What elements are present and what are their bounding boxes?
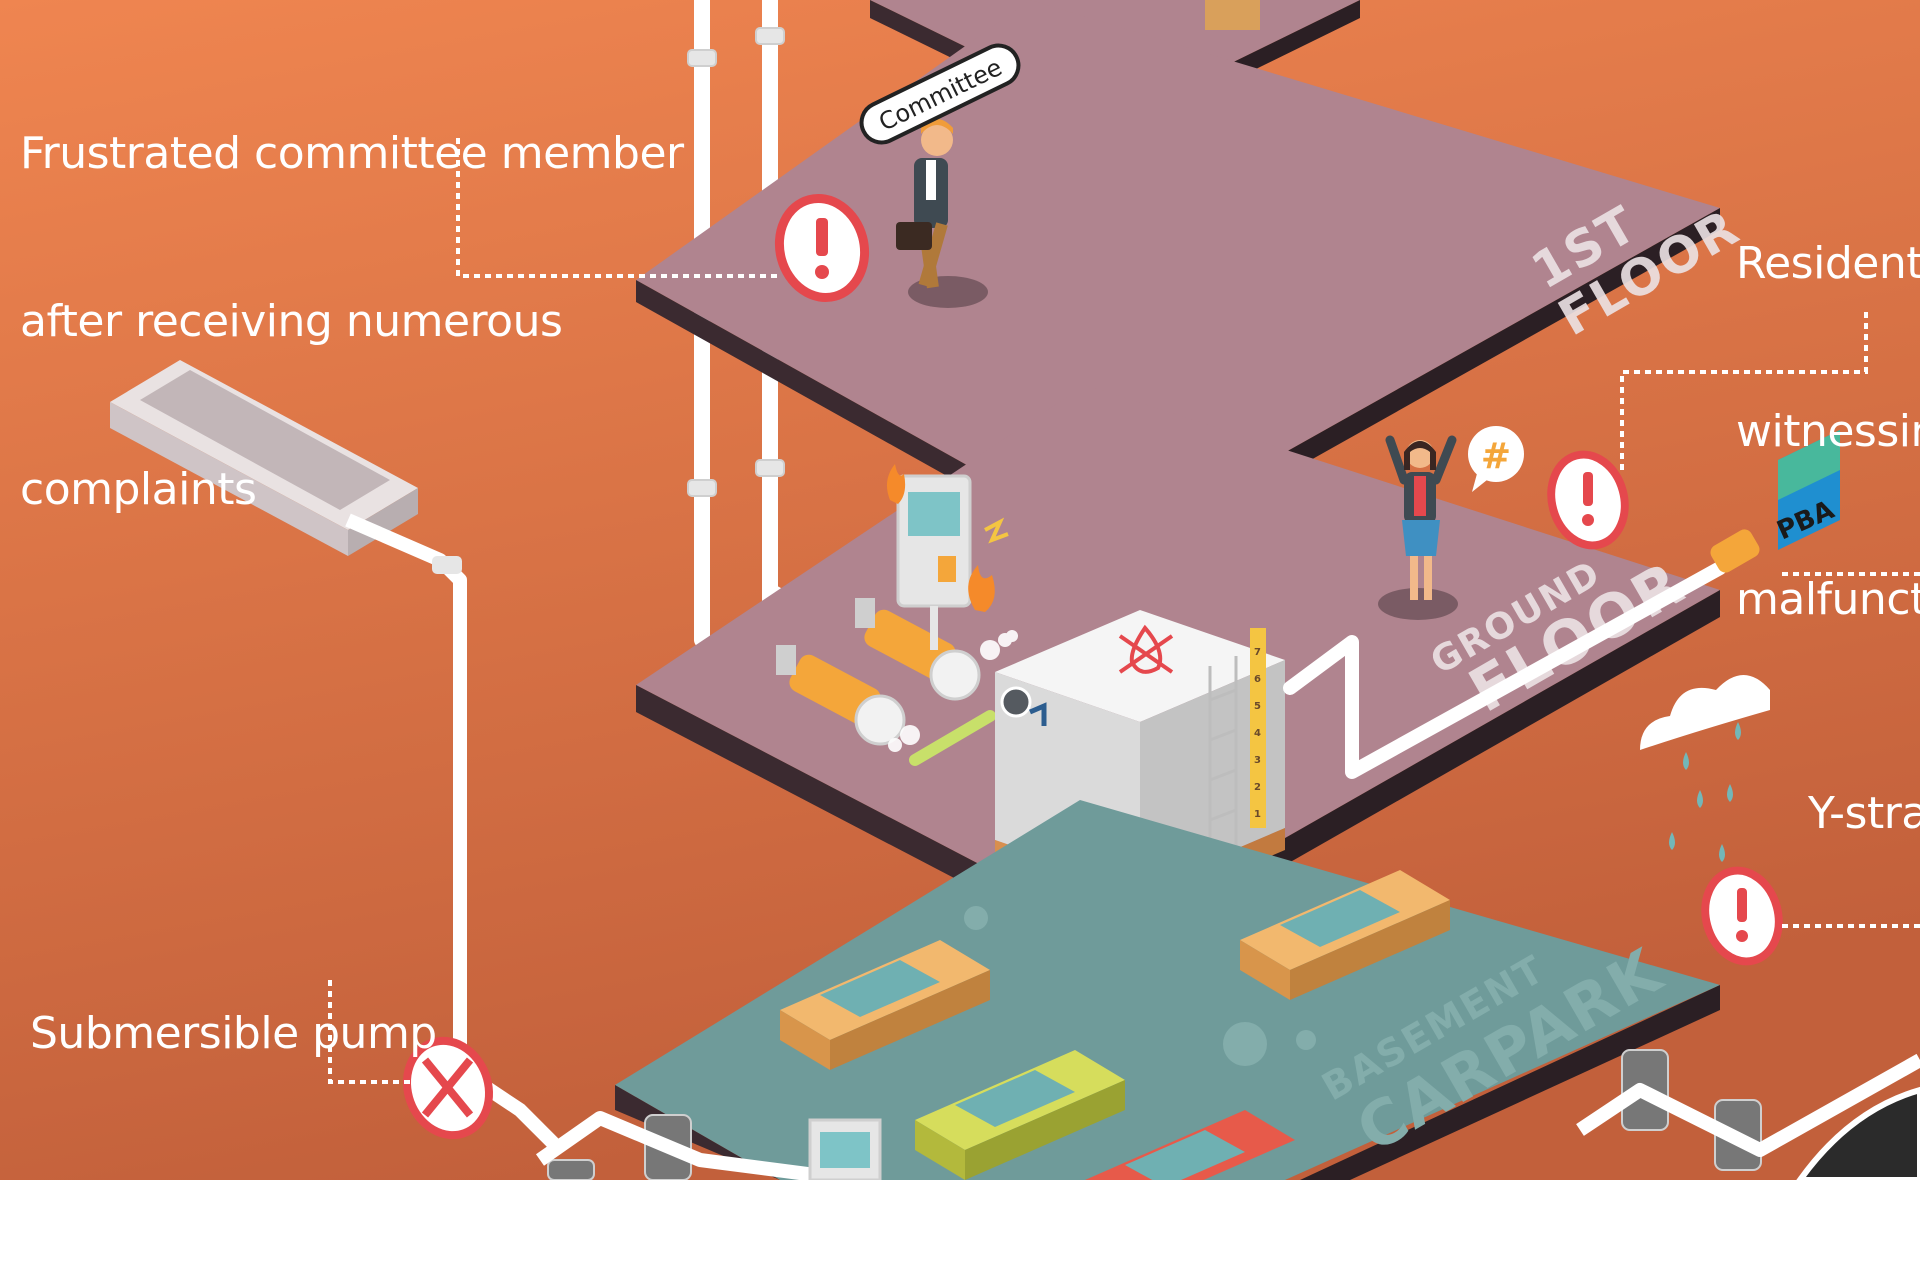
resident	[1378, 435, 1458, 620]
pipe-joints	[687, 27, 785, 497]
gauge-mark: 5	[1254, 701, 1261, 712]
alert-icon	[1547, 450, 1629, 550]
gauge-mark: 6	[1254, 674, 1261, 685]
callout-pump-line1: Submersible pump	[30, 1008, 437, 1059]
ladder-icon	[1208, 656, 1238, 870]
callout-committee: Frustrated committee member after receiv…	[20, 14, 684, 574]
gauge-mark: 7	[1254, 647, 1261, 658]
fire-icon	[968, 565, 995, 612]
pba-valve	[1710, 529, 1760, 573]
callout-committee-line3: complaints	[20, 464, 257, 515]
pba-logo: PBA	[1773, 430, 1840, 550]
callout-resident-line3: malfunct	[1736, 574, 1920, 625]
briefcase-icon	[896, 222, 932, 250]
fire-icon	[886, 464, 906, 504]
rain-cloud-icon	[1640, 675, 1770, 862]
callout-pump: Submersible pump malfunction	[30, 894, 437, 1286]
drain-channel	[110, 360, 418, 556]
no-water-icon	[1118, 624, 1174, 674]
gauge-mark: 3	[1254, 755, 1261, 766]
pipe-joint	[432, 556, 462, 574]
booster-pumps	[776, 598, 1018, 766]
gauge-mark: 1	[1254, 809, 1261, 820]
callout-committee-line2: after receiving numerous	[20, 296, 563, 347]
callout-resident-line1: Resident	[1736, 238, 1920, 289]
control-panel	[886, 464, 1009, 650]
gauge-mark: 4	[1254, 728, 1261, 739]
callout-committee-line1: Frustrated committee member	[20, 128, 684, 179]
leader-lines	[328, 138, 1920, 1084]
callout-pump-line2: malfunction	[30, 1176, 287, 1227]
tank-gauge	[1250, 628, 1266, 828]
car-icon	[1240, 870, 1450, 1000]
callout-ystrainer-line1: Y-stra	[1808, 788, 1920, 839]
basement-pipe	[1576, 1053, 1920, 1157]
speech-symbol: #	[1481, 436, 1511, 477]
car-icon	[780, 940, 990, 1070]
basement-pipe	[535, 1111, 816, 1180]
gauge-mark: 2	[1254, 782, 1261, 793]
car-icon	[915, 1050, 1125, 1180]
broken-valve-icon	[402, 1036, 494, 1140]
supply-pipe	[1283, 561, 1727, 779]
pump-icon	[776, 645, 906, 746]
callout-resident-line2: witnessin	[1736, 406, 1920, 457]
callout-resident: Resident witnessin malfunct	[1736, 124, 1920, 684]
callout-ystrainer: Y-stra	[1808, 674, 1920, 898]
alert-icon	[1701, 866, 1783, 966]
crate	[1205, 0, 1260, 30]
drain-pipe	[345, 513, 565, 1155]
speech-bubble: #	[1468, 426, 1524, 492]
building-diagram: 1ST FLOOR Committee GROUND FLOOR	[0, 0, 1920, 1180]
pump-icon	[855, 598, 981, 701]
basement-panel-screen	[820, 1132, 870, 1168]
car-icon	[1085, 1110, 1295, 1180]
committee-member	[896, 119, 988, 308]
spark-icon	[984, 517, 1009, 544]
basement-carpark: BASEMENT CARPARK	[615, 800, 1720, 1180]
